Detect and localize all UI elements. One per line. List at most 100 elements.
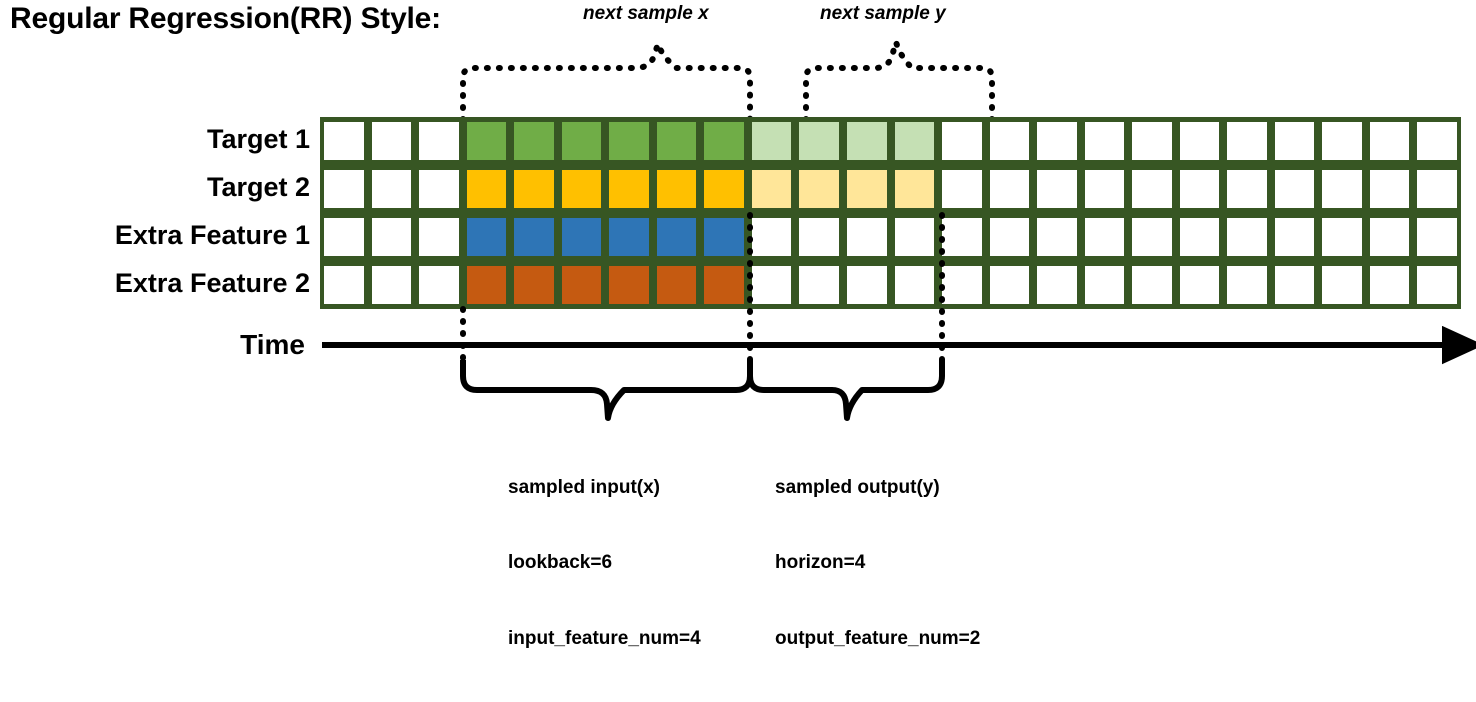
grid-cell-r2-c14-empty	[989, 218, 1030, 256]
annotation-sampled-input: sampled input(x) lookback=6 input_featur…	[508, 424, 701, 702]
grid-cell-r3-c13-empty	[942, 266, 982, 304]
annotation-input-line-2: lookback=6	[508, 552, 613, 574]
grid-cell-r1-c13-empty	[942, 170, 982, 208]
annotation-output-line-2: horizon=4	[775, 552, 866, 574]
grid-cell-r2-c12-empty	[894, 218, 935, 256]
grid-cell-r3-c23-empty	[1417, 266, 1457, 304]
grid-cell-r1-c17-empty	[1132, 170, 1172, 208]
grid-cell-r3-c3-lookback	[466, 266, 507, 304]
grid-cell-r1-c12-horizon	[894, 170, 935, 208]
sampled-input-brace	[460, 360, 753, 421]
annotation-input-line-3: input_feature_num=4	[508, 628, 701, 650]
next-sample-y-label: next sample y	[820, 3, 946, 24]
grid-cell-r2-c16-empty	[1084, 218, 1125, 256]
grid-cell-r3-c15-empty	[1037, 266, 1077, 304]
grid-cell-r3-c20-empty	[1274, 266, 1315, 304]
grid-cell-r0-c14-empty	[989, 122, 1030, 160]
grid-cell-r1-c10-horizon	[799, 170, 839, 208]
grid-cell-r0-c11-horizon	[846, 122, 887, 160]
grid-cell-r0-c22-empty	[1369, 122, 1410, 160]
grid-cell-r0-c2-empty	[419, 122, 459, 160]
grid-cell-r0-c21-empty	[1322, 122, 1362, 160]
grid-cell-r3-c0-empty	[324, 266, 364, 304]
grid-cell-r0-c0-empty	[324, 122, 364, 160]
grid-cell-r1-c21-empty	[1322, 170, 1362, 208]
annotation-output-line-1: sampled output(y)	[775, 476, 940, 498]
next-sample-x-label: next sample x	[583, 3, 709, 24]
grid-cell-r0-c19-empty	[1227, 122, 1267, 160]
grid-cell-r2-c17-empty	[1132, 218, 1172, 256]
grid-cell-r2-c8-lookback	[704, 218, 744, 256]
grid-cell-r0-c8-lookback	[704, 122, 744, 160]
grid-cell-r0-c10-horizon	[799, 122, 839, 160]
row-label-target-2: Target 2	[206, 172, 310, 202]
annotation-sampled-output: sampled output(y) horizon=4 output_featu…	[775, 424, 980, 702]
grid-cell-r1-c6-lookback	[609, 170, 649, 208]
grid-cell-r0-c18-empty	[1179, 122, 1220, 160]
page-title: Regular Regression(RR) Style:	[10, 2, 441, 35]
grid-cell-r3-c21-empty	[1322, 266, 1362, 304]
grid-cell-r0-c17-empty	[1132, 122, 1172, 160]
grid-cell-r1-c16-empty	[1084, 170, 1125, 208]
row-label-extra-feature-1: Extra Feature 1	[114, 220, 310, 250]
grid-cell-r0-c9-horizon	[751, 122, 792, 160]
time-axis-label: Time	[240, 329, 305, 360]
grid-cell-r2-c23-empty	[1417, 218, 1457, 256]
grid-cell-r1-c9-horizon	[751, 170, 792, 208]
grid-cell-r2-c13-empty	[942, 218, 982, 256]
grid-cell-r2-c11-empty	[846, 218, 887, 256]
grid-cell-r1-c23-empty	[1417, 170, 1457, 208]
timeline-row-extra-feature-1	[320, 213, 1461, 261]
grid-cell-r1-c22-empty	[1369, 170, 1410, 208]
grid-cell-r3-c22-empty	[1369, 266, 1410, 304]
grid-cell-r0-c4-lookback	[514, 122, 554, 160]
vertical-guide-lines	[460, 212, 945, 371]
grid-cell-r1-c1-empty	[371, 170, 412, 208]
diagram-canvas: Regular Regression(RR) Style: next sampl…	[10, 2, 1476, 649]
grid-cell-r1-c20-empty	[1274, 170, 1315, 208]
grid-cell-r2-c9-empty	[751, 218, 792, 256]
grid-cell-r3-c14-empty	[989, 266, 1030, 304]
grid-cell-r3-c1-empty	[371, 266, 412, 304]
grid-cell-r2-c7-lookback	[656, 218, 697, 256]
grid-cell-r3-c10-empty	[799, 266, 839, 304]
sampled-output-brace	[747, 360, 945, 421]
grid-cell-r3-c16-empty	[1084, 266, 1125, 304]
grid-cell-r1-c3-lookback	[466, 170, 507, 208]
grid-cell-r1-c2-empty	[419, 170, 459, 208]
grid-cell-r3-c9-empty	[751, 266, 792, 304]
grid-cell-r3-c8-lookback	[704, 266, 744, 304]
grid-cell-r1-c4-lookback	[514, 170, 554, 208]
top-dotted-braces	[460, 31, 995, 123]
grid-cell-r2-c2-empty	[419, 218, 459, 256]
annotation-input-line-1: sampled input(x)	[508, 476, 661, 498]
grid-cell-r1-c19-empty	[1227, 170, 1267, 208]
grid-cell-r0-c16-empty	[1084, 122, 1125, 160]
grid-cell-r0-c7-lookback	[656, 122, 697, 160]
grid-cell-r2-c6-lookback	[609, 218, 649, 256]
timeline-row-extra-feature-2	[320, 261, 1461, 309]
grid-cell-r0-c12-horizon	[894, 122, 935, 160]
grid-cell-r0-c23-empty	[1417, 122, 1457, 160]
grid-cell-r0-c15-empty	[1037, 122, 1077, 160]
next-sample-y-brace	[803, 31, 995, 123]
grid-cell-r2-c5-lookback	[561, 218, 602, 256]
time-axis-arrow	[322, 325, 1476, 365]
grid-cell-r0-c20-empty	[1274, 122, 1315, 160]
timeline-grid	[320, 117, 1461, 309]
grid-cell-r2-c3-lookback	[466, 218, 507, 256]
grid-cell-r2-c22-empty	[1369, 218, 1410, 256]
grid-cell-r2-c1-empty	[371, 218, 412, 256]
grid-cell-r3-c7-lookback	[656, 266, 697, 304]
grid-cell-r2-c21-empty	[1322, 218, 1362, 256]
grid-cell-r0-c5-lookback	[561, 122, 602, 160]
row-label-extra-feature-2: Extra Feature 2	[114, 268, 310, 298]
grid-cell-r1-c0-empty	[324, 170, 364, 208]
next-sample-x-brace	[460, 34, 753, 123]
grid-cell-r1-c11-horizon	[846, 170, 887, 208]
grid-cell-r0-c13-empty	[942, 122, 982, 160]
grid-cell-r3-c19-empty	[1227, 266, 1267, 304]
grid-cell-r1-c7-lookback	[656, 170, 697, 208]
grid-cell-r3-c2-empty	[419, 266, 459, 304]
grid-cell-r1-c18-empty	[1179, 170, 1220, 208]
